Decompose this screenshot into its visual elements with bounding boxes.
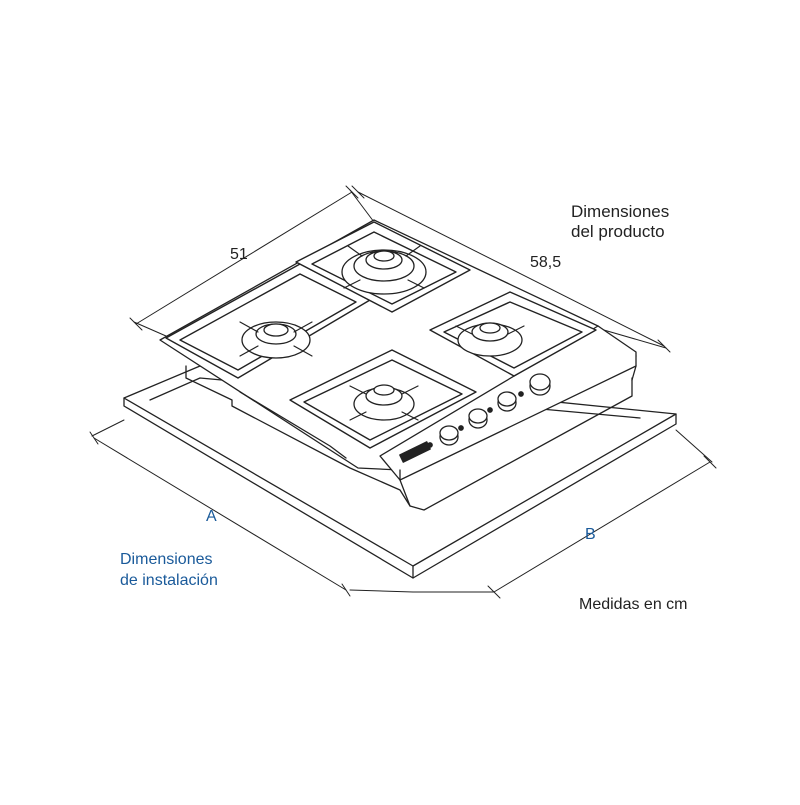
knob-4 [518, 373, 551, 397]
install-dimension-a-label: A [206, 508, 217, 525]
product-dimensions-title-line1: Dimensiones [571, 202, 670, 221]
burners [241, 249, 523, 421]
burner-front [353, 384, 415, 421]
units-note: Medidas en cm [579, 596, 688, 613]
install-dimension-b-label: B [585, 526, 596, 543]
burner-right [457, 322, 523, 357]
dimension-b-line [412, 429, 717, 599]
grid-fingers [239, 245, 525, 421]
knob-2 [458, 408, 488, 431]
install-dimensions-title-line2: de instalación [120, 572, 218, 589]
burner-large [341, 249, 427, 295]
knob-1 [427, 425, 459, 448]
knobs [427, 373, 551, 448]
burner-left [241, 321, 311, 359]
product-dimensions-title-line2: del producto [571, 222, 665, 241]
width-value-label: 51 [230, 246, 248, 263]
depth-value-label: 58,5 [530, 254, 562, 271]
dimension-a-line [89, 419, 414, 597]
knob-3 [487, 391, 517, 413]
install-dimensions-title-line1: Dimensiones [120, 551, 213, 568]
dimension-51-line [129, 185, 375, 337]
